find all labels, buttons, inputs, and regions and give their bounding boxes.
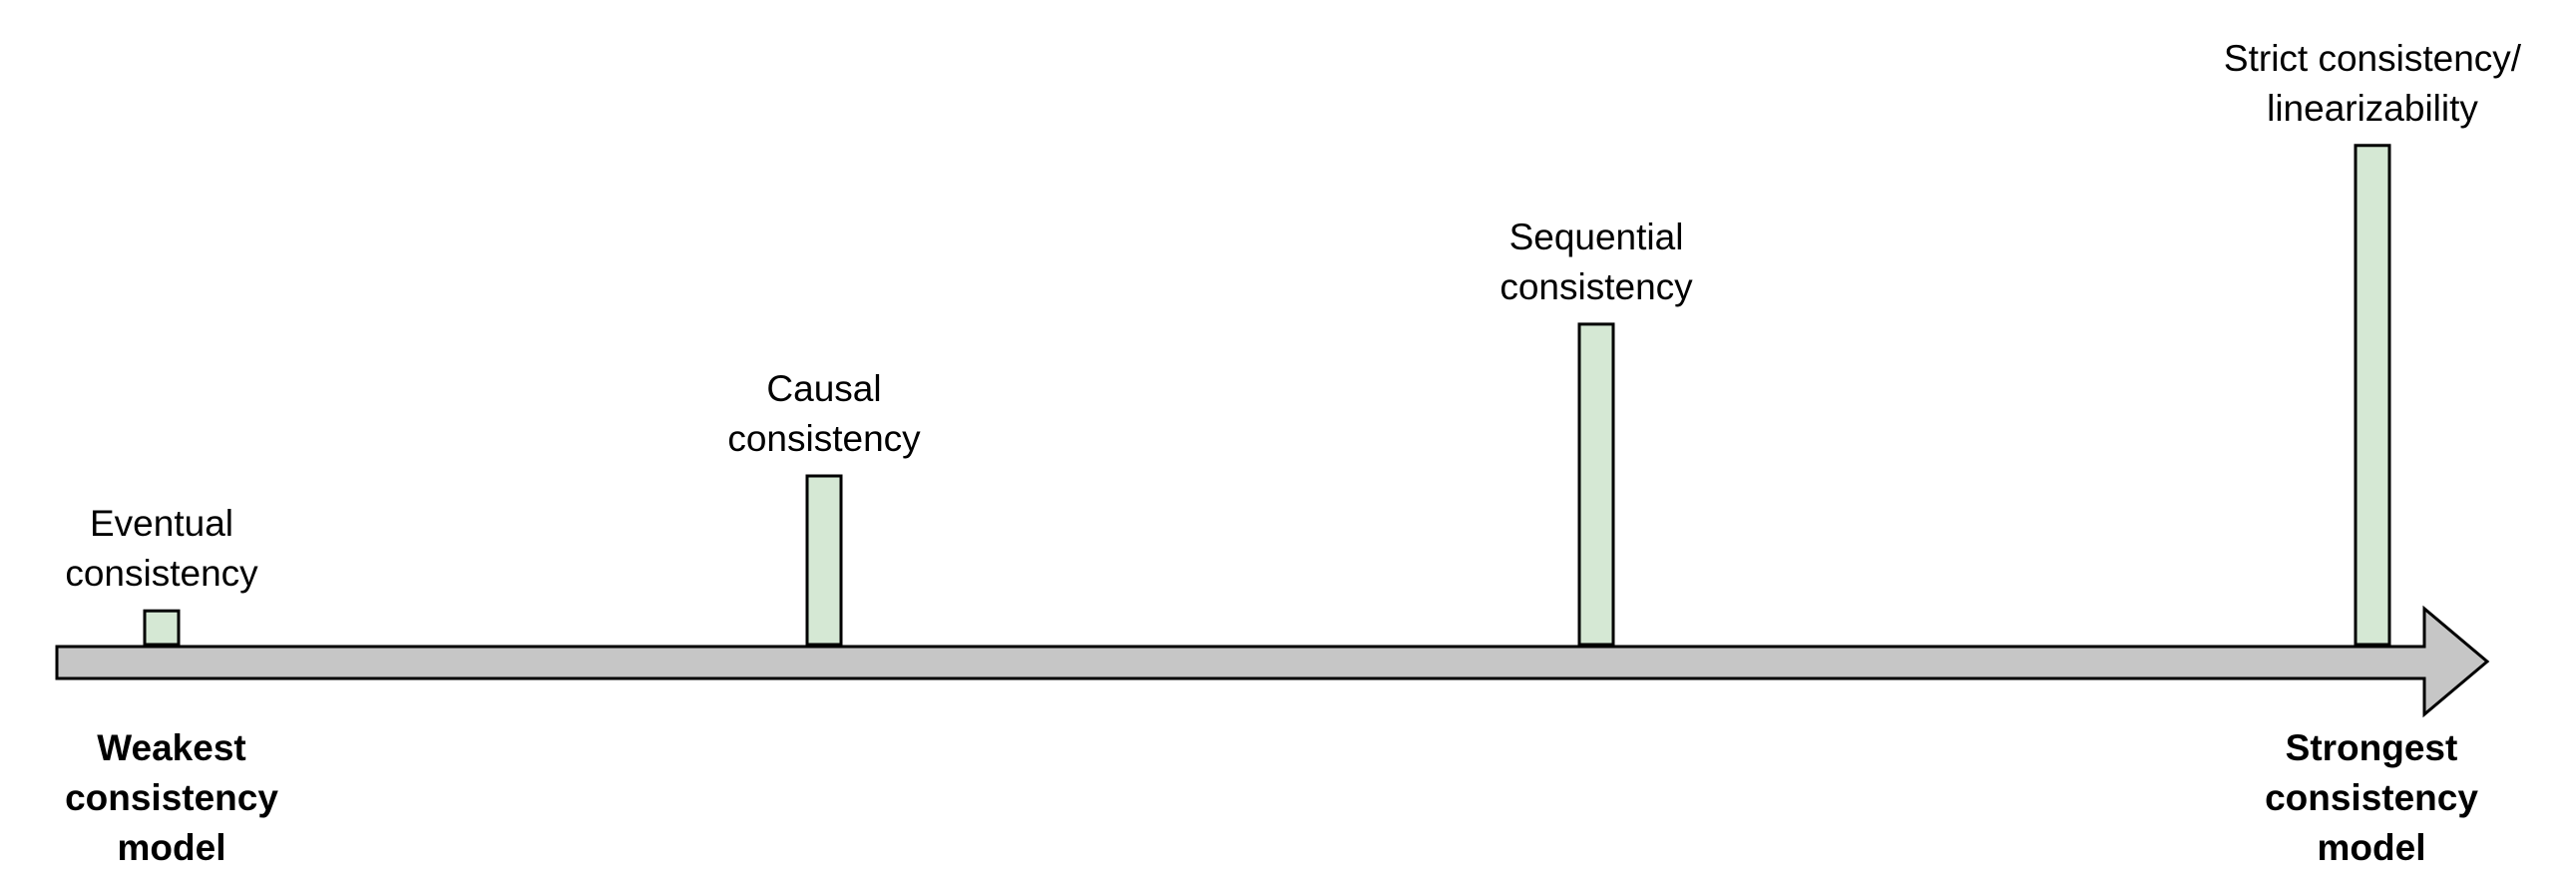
consistency-bar: [2354, 144, 2391, 647]
consistency-bars: [143, 144, 2391, 647]
model-label: Causal consistency: [727, 364, 920, 464]
model-label-line: Sequential: [1508, 216, 1684, 257]
strongest-model-label: Strongest consistency model: [2265, 723, 2478, 873]
model-label-line: Causal: [766, 368, 882, 409]
strongest-label-line: consistency: [2265, 777, 2478, 818]
model-label-line: consistency: [65, 553, 258, 595]
consistency-bar: [1577, 322, 1615, 647]
weakest-label-line: Weakest: [97, 727, 246, 768]
model-label: Strict consistency/linearizability: [2224, 34, 2521, 134]
weakest-model-label: Weakest consistency model: [65, 723, 278, 873]
strongest-label-line: model: [2317, 827, 2426, 868]
consistency-bar: [143, 609, 181, 647]
model-label-line: consistency: [727, 418, 921, 459]
consistency-bar: [805, 474, 843, 647]
model-label-line: Strict consistency/: [2223, 37, 2522, 79]
model-label-line: linearizability: [2267, 87, 2478, 129]
weakest-label-line: consistency: [65, 777, 278, 818]
model-label-line: consistency: [1500, 265, 1693, 307]
strongest-label-line: Strongest: [2285, 727, 2458, 768]
weakest-label-line: model: [117, 827, 226, 868]
model-label: Eventual consistency: [65, 499, 257, 599]
model-label-line: Eventual: [90, 503, 233, 545]
model-label: Sequential consistency: [1500, 213, 1692, 312]
consistency-strength-arrow: [55, 605, 2490, 718]
